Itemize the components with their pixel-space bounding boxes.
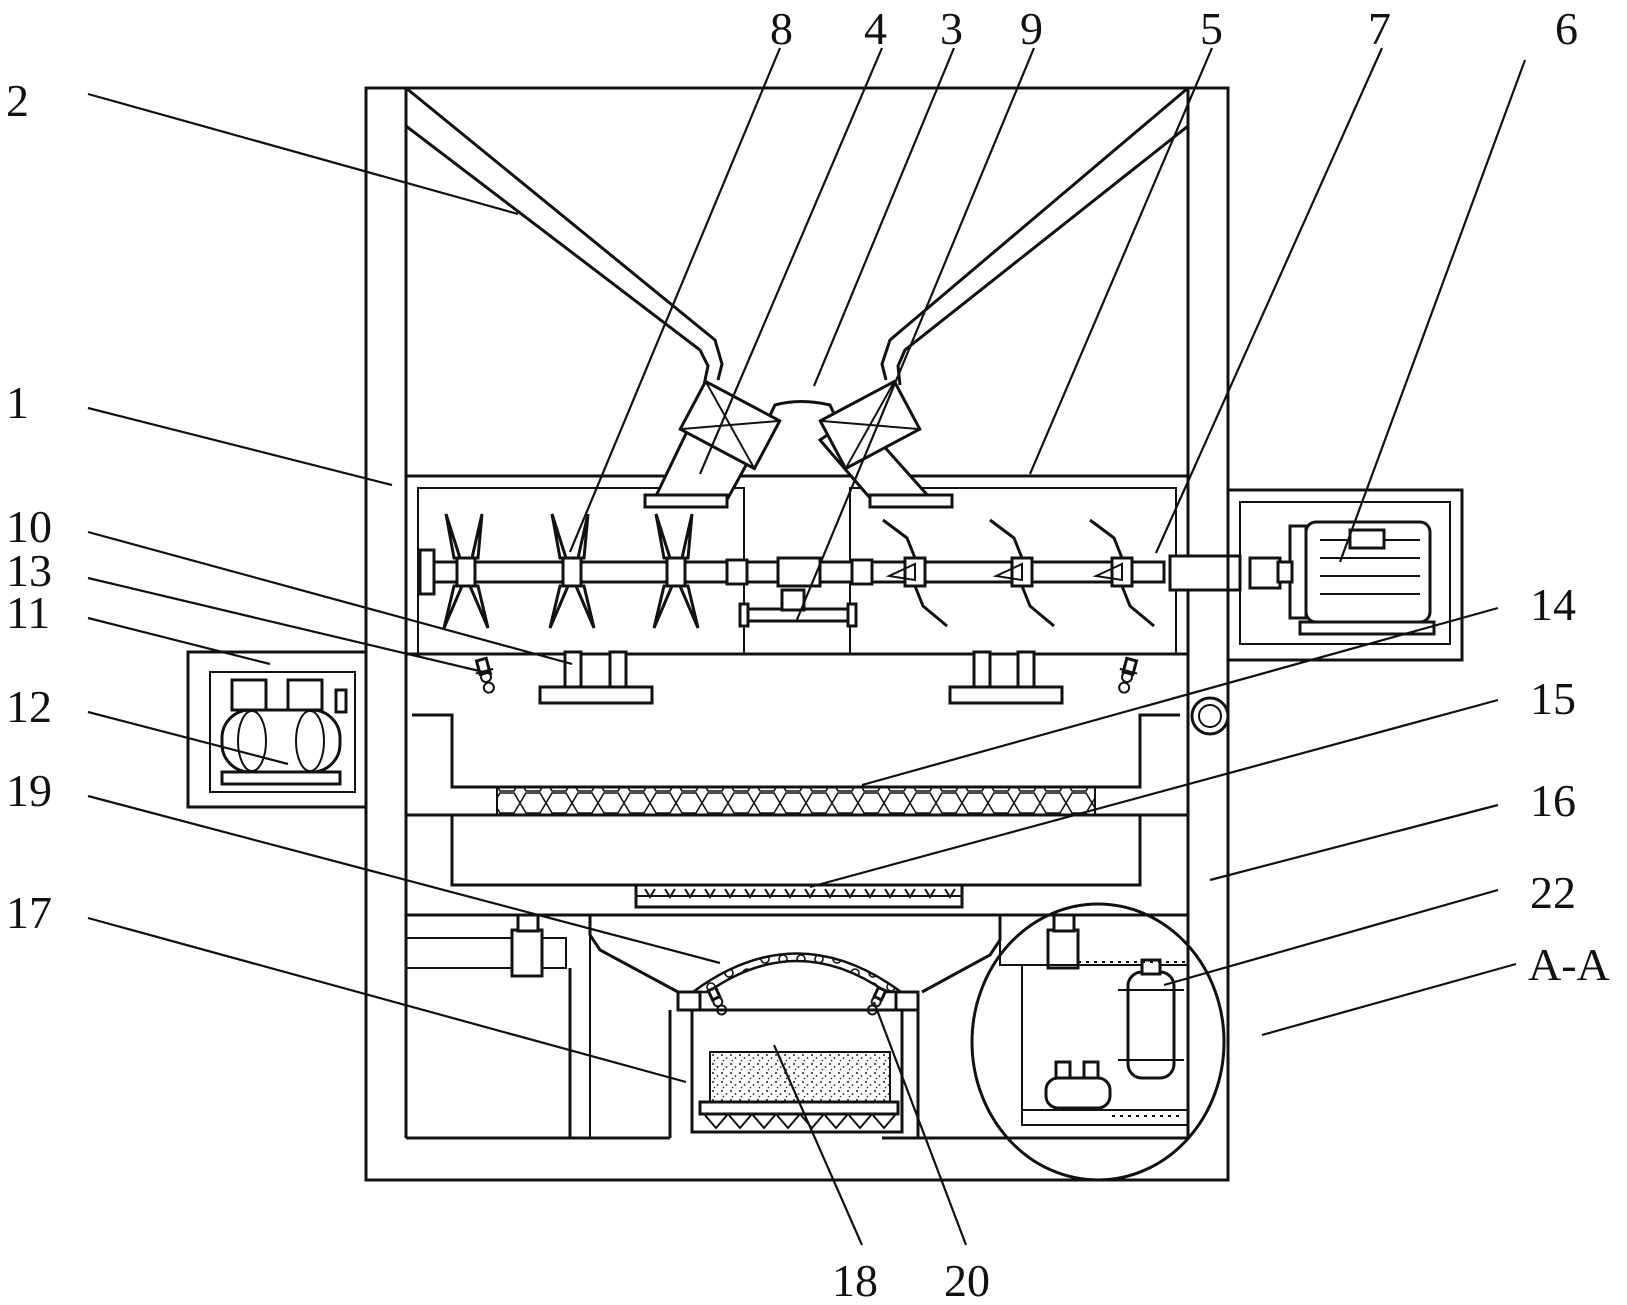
arched-screen: [689, 952, 905, 994]
label-9: 9: [1020, 3, 1043, 54]
label-22: 22: [1530, 867, 1576, 918]
label-17: 17: [6, 887, 52, 938]
label-4: 4: [864, 3, 887, 54]
label-13: 13: [6, 545, 52, 596]
feed-hopper: [405, 86, 1189, 386]
label-3: 3: [940, 3, 963, 54]
label-16: 16: [1530, 775, 1576, 826]
filter-sand-layer: [698, 1051, 900, 1130]
detail-circle: [970, 902, 1226, 1182]
left-blades: [442, 513, 700, 629]
label-12: 12: [6, 681, 52, 732]
connecting-rod: [738, 588, 858, 628]
label-section-a-a: A-A: [1528, 939, 1610, 990]
motor-housing: [1226, 488, 1464, 662]
water-tank: [220, 678, 348, 786]
basin-nozzles: [706, 985, 888, 1016]
label-1: 1: [6, 377, 29, 428]
leader-lines: [87, 47, 1527, 1246]
pump-housing: [186, 650, 368, 809]
label-20: 20: [944, 1255, 990, 1305]
collection-basin: [568, 915, 1002, 1138]
label-15: 15: [1530, 673, 1576, 724]
filter-tray: [406, 815, 1188, 917]
right-blades: [882, 518, 1155, 628]
pulley: [1190, 696, 1230, 736]
label-2: 2: [6, 75, 29, 126]
crushing-box: [404, 379, 1190, 656]
drive-motor: [1276, 520, 1436, 636]
detail-components: [1021, 958, 1189, 1126]
label-6: 6: [1555, 3, 1578, 54]
main-frame: [364, 86, 1230, 1182]
label-10: 10: [6, 501, 52, 552]
discharge-outlets: [538, 650, 1064, 705]
label-14: 14: [1530, 579, 1576, 630]
part-labels: 2 1 8 4 3 9 5 7 6 10 13 11 12 19 17 14 1…: [6, 3, 1610, 1305]
label-5: 5: [1200, 3, 1223, 54]
label-8: 8: [770, 3, 793, 54]
label-19: 19: [6, 765, 52, 816]
label-11: 11: [6, 587, 50, 638]
label-18: 18: [832, 1255, 878, 1305]
label-7: 7: [1368, 3, 1391, 54]
screening-tray: [406, 713, 1188, 817]
